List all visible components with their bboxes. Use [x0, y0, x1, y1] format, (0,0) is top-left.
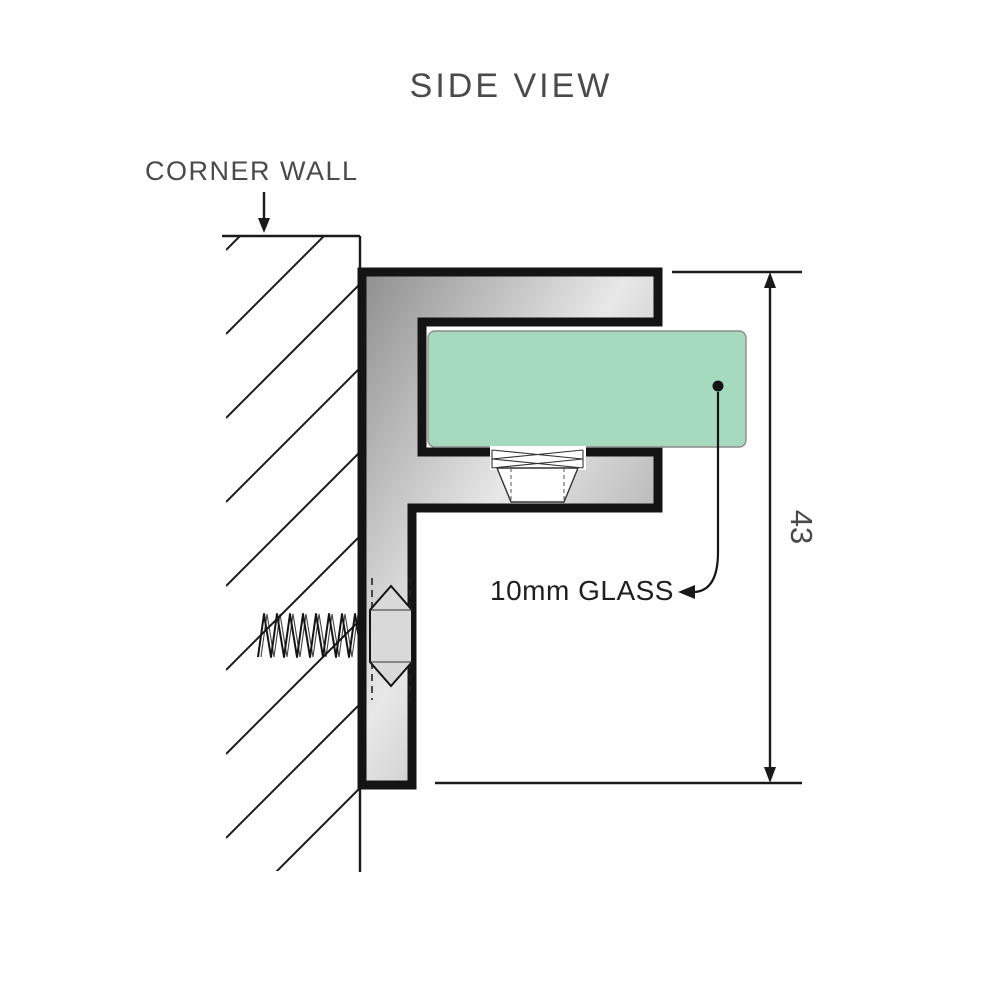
dimension-arrow-top-icon [764, 272, 776, 288]
leader-dot [712, 380, 724, 392]
wall-section [222, 234, 362, 872]
arrow-down-icon [258, 218, 270, 233]
dimension-value: 43 [784, 510, 819, 544]
wall-hatching [226, 237, 360, 871]
dimension-arrow-bottom-icon [764, 767, 776, 783]
glass-panel [427, 330, 747, 448]
fixing-screw [257, 578, 413, 700]
glass-label: 10mm GLASS [490, 575, 674, 606]
gasket-detail [490, 446, 586, 503]
screw-thread [257, 613, 363, 658]
corner-wall-label: CORNER WALL [145, 156, 359, 186]
leader-arrow-icon [678, 585, 695, 599]
gasket-cup [495, 467, 580, 503]
clamp-bracket-profile [357, 267, 663, 790]
glass-callout: 10mm GLASS [490, 380, 724, 606]
page-title: SIDE VIEW [410, 67, 613, 105]
corner-wall-arrow [258, 192, 270, 233]
leader-line [694, 392, 720, 594]
height-dimension: 43 [435, 270, 819, 785]
